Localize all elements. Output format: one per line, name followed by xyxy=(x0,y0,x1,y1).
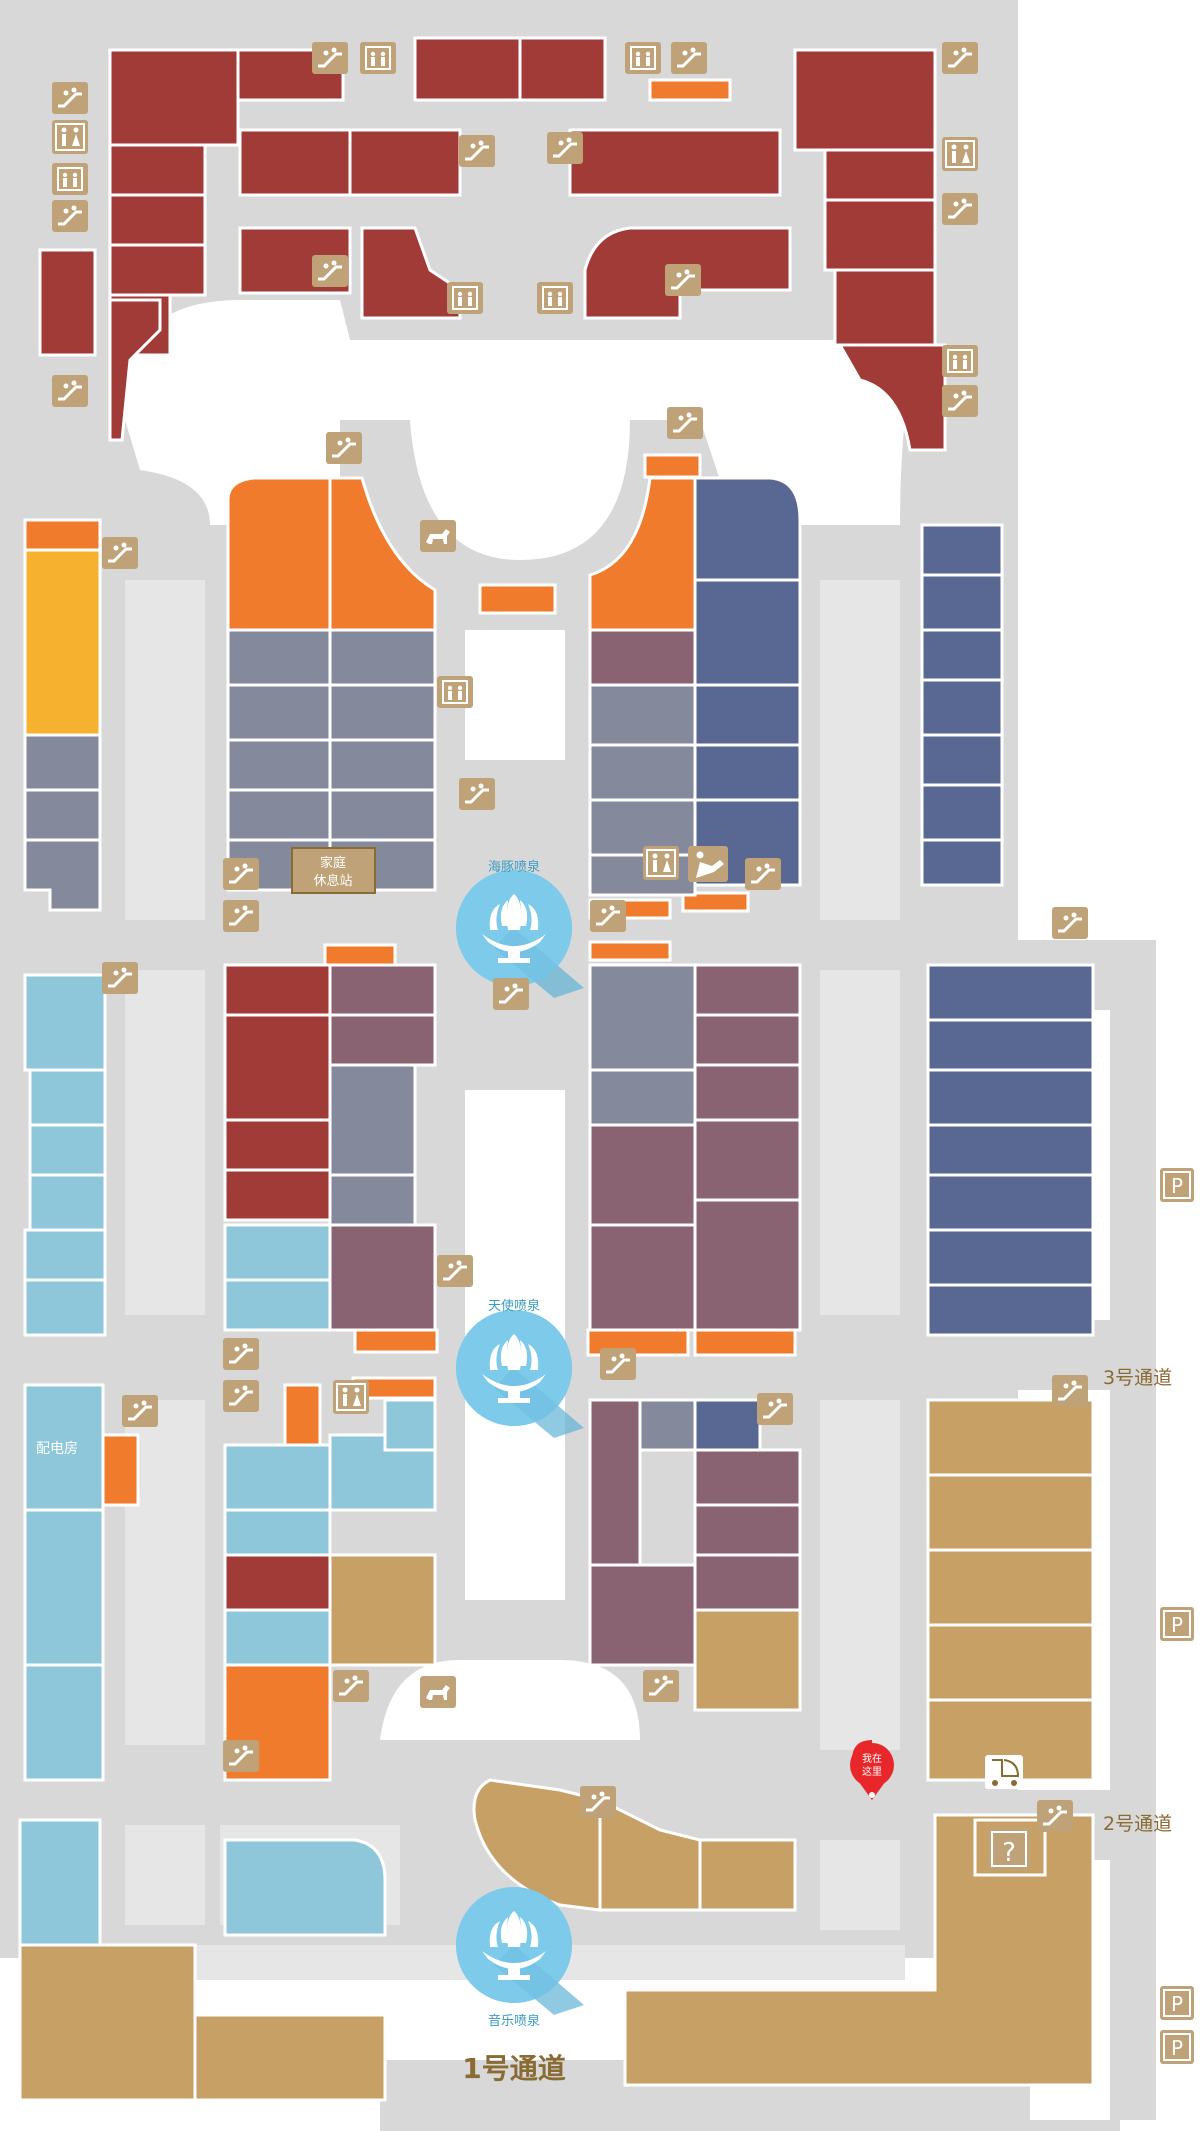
fountain-angel-label: 天使喷泉 xyxy=(488,1298,540,1314)
pet-icon[interactable] xyxy=(420,1676,456,1708)
svg-text:?: ? xyxy=(1002,1838,1016,1868)
escalator-icon[interactable] xyxy=(457,133,497,169)
escalator-icon[interactable] xyxy=(940,191,980,227)
stores-yellow xyxy=(23,548,102,737)
restroom-icon[interactable] xyxy=(332,1379,370,1415)
escalator-icon[interactable] xyxy=(755,1391,795,1427)
parking-icon[interactable]: P xyxy=(1159,2029,1195,2065)
escalator-icon[interactable] xyxy=(435,1253,475,1289)
escalator-icon[interactable] xyxy=(221,1378,261,1414)
power-room-label: 配电房 xyxy=(36,1441,78,1457)
parking-icon[interactable]: P xyxy=(1159,1167,1195,1203)
fountain-music-label: 音乐喷泉 xyxy=(488,2013,540,2029)
escalator-icon[interactable] xyxy=(641,1668,681,1704)
escalator-icon[interactable] xyxy=(221,1336,261,1372)
escalator-icon[interactable] xyxy=(50,198,90,234)
escalator-icon[interactable] xyxy=(457,776,497,812)
escalator-icon[interactable] xyxy=(940,40,980,76)
escalator-icon[interactable] xyxy=(545,130,585,166)
svg-text:P: P xyxy=(1171,1992,1183,2016)
restroom-icon[interactable] xyxy=(941,136,979,172)
elevator-icon[interactable] xyxy=(446,281,484,315)
family-rest-station: 家庭 休息站 xyxy=(291,847,376,894)
escalator-icon[interactable] xyxy=(120,1393,160,1429)
fountain-dolphin-label: 海豚喷泉 xyxy=(488,859,540,875)
restroom-icon[interactable] xyxy=(51,119,89,155)
elevator-icon[interactable] xyxy=(51,162,89,196)
escalator-icon[interactable] xyxy=(221,898,261,934)
stores-lightblue xyxy=(18,973,437,1947)
parking-icon[interactable]: P xyxy=(1159,1985,1195,2021)
elevator-icon[interactable] xyxy=(941,344,979,378)
info-icon[interactable]: ? xyxy=(988,1828,1030,1870)
escalator-icon[interactable] xyxy=(331,1668,371,1704)
passage-1-label: 1号通道 xyxy=(462,2052,565,2085)
escalator-icon[interactable] xyxy=(221,856,261,892)
elevator-icon[interactable] xyxy=(624,41,662,75)
escalator-icon[interactable] xyxy=(588,898,628,934)
baby-care-icon[interactable] xyxy=(688,846,728,882)
here-line1: 我在 xyxy=(862,1753,882,1765)
pet-icon[interactable] xyxy=(420,520,456,552)
svg-text:P: P xyxy=(1171,1613,1183,1637)
family-rest-line1: 家庭 xyxy=(320,855,346,871)
family-rest-line2: 休息站 xyxy=(313,873,352,889)
elevator-icon[interactable] xyxy=(536,281,574,315)
restroom-icon[interactable] xyxy=(642,845,680,881)
escalator-icon[interactable] xyxy=(665,405,705,441)
escalator-icon[interactable] xyxy=(1050,905,1090,941)
escalator-icon[interactable] xyxy=(100,535,140,571)
escalator-icon[interactable] xyxy=(310,253,350,289)
escalator-icon[interactable] xyxy=(598,1346,638,1382)
escalator-icon[interactable] xyxy=(221,1738,261,1774)
escalator-icon[interactable] xyxy=(1050,1373,1090,1409)
escalator-icon[interactable] xyxy=(1035,1798,1075,1834)
here-line2: 这里 xyxy=(862,1765,882,1778)
elevator-icon[interactable] xyxy=(436,675,474,709)
escalator-icon[interactable] xyxy=(310,40,350,76)
you-are-here-pin[interactable]: 我在 这里 xyxy=(850,1740,894,1800)
stores-orange xyxy=(23,78,797,1782)
svg-text:P: P xyxy=(1171,1174,1183,1198)
passage-2-label: 2号通道 xyxy=(1103,1813,1172,1835)
escalator-icon[interactable] xyxy=(50,373,90,409)
escalator-icon[interactable] xyxy=(324,430,364,466)
escalator-icon[interactable] xyxy=(100,960,140,996)
parking-icon[interactable]: P xyxy=(1159,1606,1195,1642)
elevator-icon[interactable] xyxy=(359,41,397,75)
escalator-icon[interactable] xyxy=(669,40,709,76)
escalator-icon[interactable] xyxy=(940,383,980,419)
stroller-icon[interactable] xyxy=(985,1755,1023,1789)
svg-text:P: P xyxy=(1171,2036,1183,2060)
escalator-icon[interactable] xyxy=(578,1784,618,1820)
escalator-icon[interactable] xyxy=(491,976,531,1012)
passage-3-label: 3号通道 xyxy=(1103,1367,1172,1389)
escalator-icon[interactable] xyxy=(743,856,783,892)
escalator-icon[interactable] xyxy=(663,262,703,298)
escalator-icon[interactable] xyxy=(50,80,90,116)
